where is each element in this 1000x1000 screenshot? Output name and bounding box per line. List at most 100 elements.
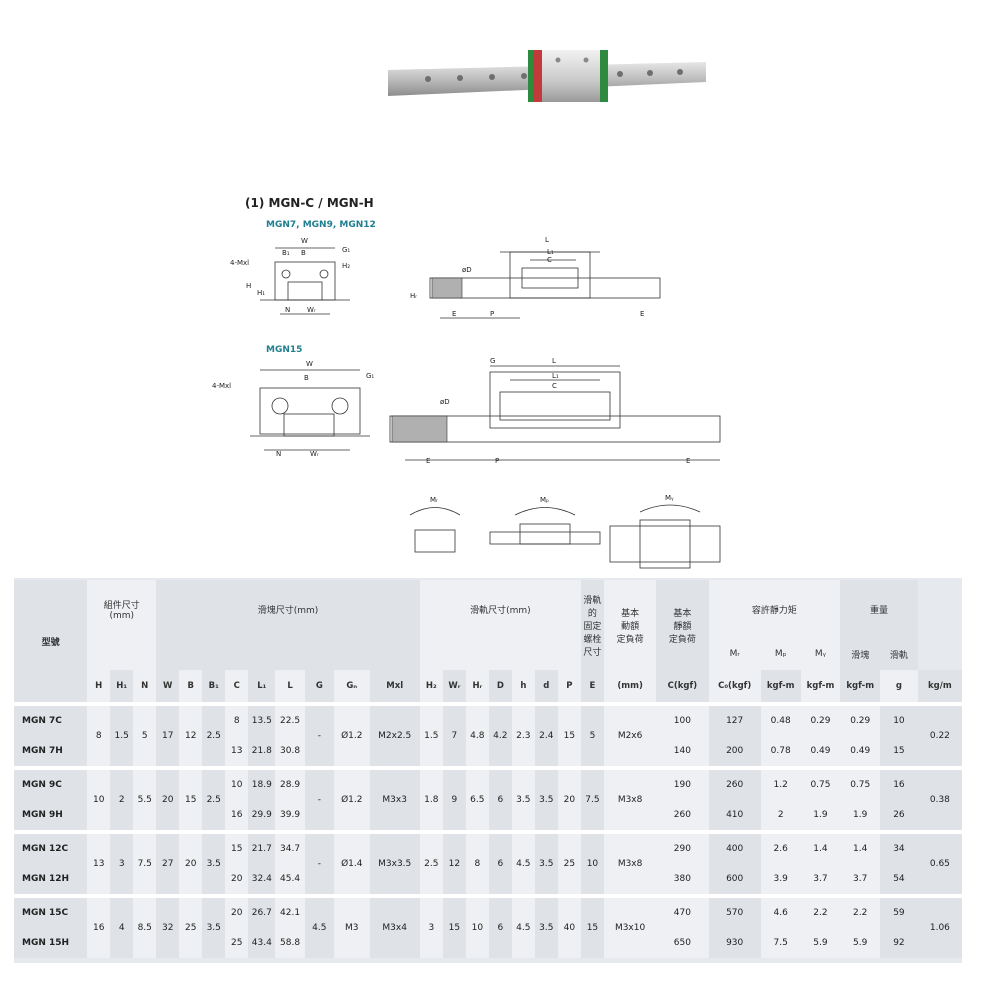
moment-MP: Mₚ	[540, 496, 549, 504]
table-cell: 20	[179, 834, 203, 894]
table-cell: 2.2	[840, 898, 881, 928]
table-cell: 0.65	[917, 834, 962, 894]
table-cell: MGN 12C	[14, 834, 88, 864]
table-cell: 15	[225, 834, 249, 864]
table-cell: 0.78	[760, 736, 801, 766]
table-cell: 0.49	[800, 736, 841, 766]
table-cell: 3.5	[534, 898, 558, 958]
table-cell: 40	[557, 898, 581, 958]
table-cell: 0.75	[840, 770, 881, 800]
table-cell: 18.9	[248, 770, 276, 800]
table-cell: 2.3	[511, 706, 535, 766]
table-cell: 21.8	[248, 736, 276, 766]
dim-G: G	[490, 357, 495, 365]
table-cell: 6	[488, 834, 512, 894]
table-cell: 7.5	[580, 770, 604, 830]
table-cell: 1.8	[419, 770, 443, 830]
table-cell: 10	[87, 770, 111, 830]
diagram-title: (1) MGN-C / MGN-H	[245, 196, 374, 210]
table-cell: Ø1.2	[333, 706, 370, 766]
table-cell: 20	[225, 864, 249, 894]
table-cell: 0.75	[800, 770, 841, 800]
table-cell: 21.7	[248, 834, 276, 864]
table-cell: Ø1.4	[333, 834, 370, 894]
dim-D: øD	[462, 266, 472, 274]
table-cell: 3	[110, 834, 134, 894]
table-cell: 470	[656, 898, 709, 928]
table-cell: MGN 7H	[14, 736, 88, 766]
table-cell: 3.5	[511, 770, 535, 830]
header-static-load: 基本 靜額 定負荷	[656, 580, 709, 670]
table-cell: 0.48	[760, 706, 801, 736]
table-cell: 5	[133, 706, 157, 766]
table-cell: 15	[179, 770, 203, 830]
table-cell: 0.22	[917, 706, 962, 766]
table-cell: 200	[708, 736, 761, 766]
column-header: C(kgf)	[656, 670, 709, 702]
column-header: H₂	[419, 670, 443, 702]
table-cell: 410	[708, 800, 761, 830]
header-assembly: 組件尺寸 (mm)	[87, 580, 157, 638]
table-cell: 380	[656, 864, 709, 894]
table-cell: 22.5	[275, 706, 305, 736]
table-cell: M3x10	[603, 898, 657, 958]
dim-L-15: L	[552, 357, 556, 365]
table-cell: 5.5	[133, 770, 157, 830]
dim-N-15: N	[276, 450, 281, 458]
table-cell: 27	[156, 834, 180, 894]
table-cell: -	[304, 834, 334, 894]
dim-B1: B₁	[282, 249, 290, 257]
column-header: d	[534, 670, 558, 702]
table-cell: 26.7	[248, 898, 276, 928]
table-cell: 43.4	[248, 928, 276, 958]
table-cell: 0.49	[840, 736, 881, 766]
table-cell: 10	[880, 706, 918, 736]
table-cell: 28.9	[275, 770, 305, 800]
table-cell: 10	[225, 770, 249, 800]
table-cell: 7.5	[133, 834, 157, 894]
table-cell: 2.6	[760, 834, 801, 864]
table-cell: 30.8	[275, 736, 305, 766]
table-cell: M3x8	[603, 834, 657, 894]
dim-Mxl-15: 4-Mxl	[212, 382, 231, 390]
column-header: Gₙ	[333, 670, 370, 702]
column-header: kg/m	[917, 670, 962, 702]
table-cell: 260	[656, 800, 709, 830]
table-cell: 127	[708, 706, 761, 736]
table-cell: 190	[656, 770, 709, 800]
diagram-subtitle-mgn15: MGN15	[266, 345, 303, 355]
header-moment: 容許靜力矩	[708, 580, 841, 638]
table-cell: 54	[880, 864, 918, 894]
table-cell: 4	[110, 898, 134, 958]
table-cell: 20	[225, 898, 249, 928]
table-cell: 15	[442, 898, 466, 958]
table-cell: 400	[708, 834, 761, 864]
header-weight: 重量	[840, 580, 918, 638]
table-cell: 140	[656, 736, 709, 766]
header-dynamic-load: 基本 動額 定負荷	[603, 580, 657, 670]
table-cell: 12	[442, 834, 466, 894]
table-cell: 16	[880, 770, 918, 800]
table-cell: MGN 9C	[14, 770, 88, 800]
dim-H: H	[246, 282, 251, 290]
table-cell: MGN 9H	[14, 800, 88, 830]
header-mp: Mₚ	[760, 638, 801, 670]
table-cell: MGN 7C	[14, 706, 88, 736]
table-cell: 1.9	[840, 800, 881, 830]
table-cell: 600	[708, 864, 761, 894]
table-cell: 32.4	[248, 864, 276, 894]
table-cell: 13	[225, 736, 249, 766]
table-cell: 6.5	[465, 770, 489, 830]
table-cell: 3.5	[202, 898, 226, 958]
table-cell: 16	[225, 800, 249, 830]
dim-L1-15: L₁	[552, 372, 559, 380]
table-cell: 650	[656, 928, 709, 958]
spec-table: 型號 組件尺寸 (mm) 滑塊尺寸(mm) 滑軌尺寸(mm) 滑軌的 固定螺栓 …	[14, 580, 962, 958]
dim-H2: H₂	[342, 262, 350, 270]
table-cell: -	[304, 706, 334, 766]
product-photo	[388, 46, 708, 108]
column-header: N	[133, 670, 157, 702]
